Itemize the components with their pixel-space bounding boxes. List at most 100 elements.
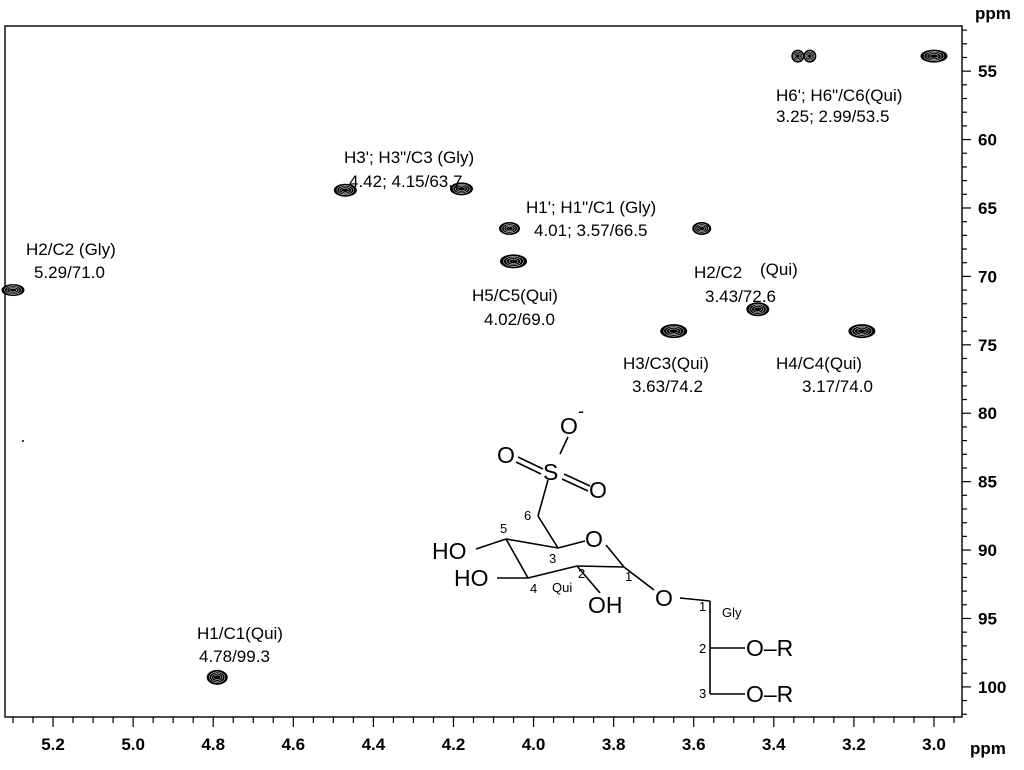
annotation-h4c4-qui-line1: H4/C4(Qui) bbox=[776, 354, 862, 373]
y-tick-label: 55 bbox=[978, 62, 997, 81]
atom-o-left: O bbox=[497, 442, 515, 468]
bond-s-c6 bbox=[537, 479, 549, 517]
annotation-h1c1-gly-line1: H1'; H1"/C1 (Gly) bbox=[526, 198, 656, 217]
cross-peak-contour bbox=[6, 286, 20, 294]
cross-peak bbox=[920, 49, 948, 63]
cross-peak-contour bbox=[848, 324, 876, 339]
cross-peak-contour bbox=[499, 222, 521, 236]
atom-o-link: O bbox=[655, 585, 673, 611]
peak-annotations: H2/C2 (Gly) 5.29/71.0 H3'; H3"/C3 (Gly) … bbox=[26, 86, 902, 666]
plot-frame bbox=[4, 25, 963, 718]
cross-peak-contour bbox=[698, 226, 706, 231]
glycerol-number-2: 2 bbox=[699, 641, 706, 656]
annotation-h2c2-qui-line2: 3.43/72.6 bbox=[705, 287, 776, 306]
annotation-h3c3-qui-line2: 3.63/74.2 bbox=[632, 377, 703, 396]
cross-peak-contour bbox=[336, 185, 355, 196]
cross-peak-contour bbox=[660, 324, 688, 339]
noise-dot bbox=[22, 440, 24, 442]
y-tick-label: 95 bbox=[978, 609, 997, 628]
cross-peak-contour bbox=[794, 52, 802, 60]
bond-c2-oh bbox=[576, 565, 601, 594]
cross-peak-contour bbox=[806, 52, 814, 60]
cross-peak-contour bbox=[503, 256, 524, 267]
cross-peak-contour bbox=[666, 327, 682, 336]
cross-peak bbox=[499, 222, 521, 236]
cross-peak-contour bbox=[857, 328, 867, 334]
bond-c3-c4 bbox=[505, 538, 529, 579]
annotation-h6c6-qui-line1: H6'; H6"/C6(Qui) bbox=[776, 86, 902, 105]
cross-peak-contour bbox=[751, 305, 765, 314]
cross-peak-contour bbox=[746, 302, 770, 317]
annotation-h2c2-gly-line1: H2/C2 (Gly) bbox=[26, 240, 116, 259]
bond-s-oright-b bbox=[561, 478, 589, 492]
cross-peak-contour bbox=[206, 669, 228, 685]
bond-ringO-c1 bbox=[605, 544, 625, 568]
x-tick-label: 3.2 bbox=[842, 735, 866, 754]
bond-s-ominus bbox=[559, 436, 569, 455]
carbon-number-4: 4 bbox=[530, 581, 537, 596]
glycerol-number-3: 3 bbox=[699, 686, 706, 701]
cross-peak-contour bbox=[449, 182, 473, 196]
annotation-h6c6-qui-line2: 3.25; 2.99/53.5 bbox=[776, 107, 889, 126]
cross-peak-contour bbox=[455, 185, 468, 193]
cross-peak-contour bbox=[923, 51, 945, 62]
cross-peak-contour bbox=[753, 306, 762, 312]
y-tick-label: 80 bbox=[978, 404, 997, 423]
y-tick-label: 70 bbox=[978, 267, 997, 286]
x-tick-label: 3.0 bbox=[922, 735, 946, 754]
x-tick-label: 3.6 bbox=[682, 735, 706, 754]
cross-peak-contour bbox=[500, 254, 528, 269]
cross-peak-contour bbox=[505, 226, 514, 231]
y-tick-label: 90 bbox=[978, 541, 997, 560]
x-tick-label: 3.8 bbox=[602, 735, 626, 754]
cross-peak bbox=[333, 183, 357, 197]
cross-peak-contour bbox=[795, 53, 801, 59]
atom-s: S bbox=[543, 459, 558, 485]
annotation-h5c5-qui-line1: H5/C5(Qui) bbox=[472, 286, 558, 305]
ester-or-top: O–R bbox=[746, 635, 793, 661]
bond-o-gly bbox=[679, 597, 711, 602]
y-axis-unit-label: ppm bbox=[975, 4, 1011, 23]
cross-peak bbox=[692, 222, 712, 236]
cross-peak bbox=[500, 254, 528, 269]
x-tick-label: 4.0 bbox=[522, 735, 546, 754]
minus-sign: - bbox=[578, 401, 584, 421]
annotation-h1c1-qui-line2: 4.78/99.3 bbox=[199, 647, 270, 666]
annotation-h5c5-qui-line2: 4.02/69.0 bbox=[484, 310, 555, 329]
annotation-h1c1-qui-line1: H1/C1(Qui) bbox=[197, 624, 283, 643]
y-tick-label: 60 bbox=[978, 131, 997, 150]
atom-ring-o: O bbox=[585, 526, 603, 552]
cross-peak-contour bbox=[457, 186, 466, 192]
bond-c1-c2 bbox=[576, 565, 625, 568]
cross-peak-contour bbox=[211, 673, 224, 682]
carbon-number-6: 6 bbox=[524, 508, 531, 523]
carbon-number-2: 2 bbox=[578, 566, 585, 581]
cross-peak-contour bbox=[506, 257, 522, 266]
cross-peak-contour bbox=[692, 222, 712, 236]
x-tick-label: 5.2 bbox=[41, 735, 65, 754]
chemical-structure-labels: O - O S O 6 5 HO O 3 1 HO 4 Qui 2 OH O 1… bbox=[432, 401, 793, 707]
y-tick-label: 85 bbox=[978, 473, 997, 492]
x-tick-label: 4.8 bbox=[201, 735, 225, 754]
y-tick-label: 100 bbox=[978, 678, 1006, 697]
x-tick-label: 4.2 bbox=[442, 735, 466, 754]
cross-peak bbox=[746, 302, 770, 317]
hydroxyl-ho-mid: HO bbox=[454, 565, 489, 591]
cross-peak-contour bbox=[791, 49, 805, 63]
cross-peak bbox=[803, 49, 817, 63]
ester-or-bottom: O–R bbox=[746, 681, 793, 707]
cross-peak bbox=[1, 284, 25, 297]
cross-peak-contour bbox=[926, 52, 942, 60]
bond-c6-c5 bbox=[537, 515, 559, 549]
peak-layer bbox=[1, 49, 948, 685]
cross-peak-contour bbox=[503, 224, 516, 233]
x-tick-label: 4.6 bbox=[281, 735, 305, 754]
carbon-number-1: 1 bbox=[625, 569, 632, 584]
annotation-h2c2-qui-line1b: (Qui) bbox=[760, 260, 798, 279]
annotation-h1c1-gly-line2: 4.01; 3.57/66.5 bbox=[534, 221, 647, 240]
cross-peak bbox=[449, 182, 473, 196]
cross-peak-contour bbox=[804, 51, 815, 62]
annotation-h4c4-qui-line2: 3.17/74.0 bbox=[802, 377, 873, 396]
bond-c4-ho bbox=[475, 538, 507, 550]
